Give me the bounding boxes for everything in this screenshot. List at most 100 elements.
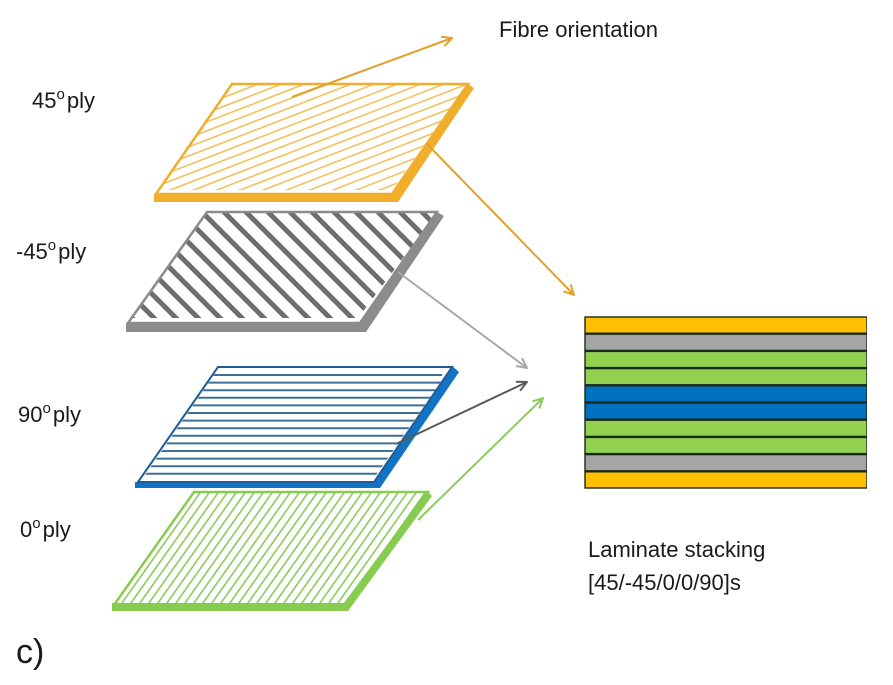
fibre-line (413, 493, 428, 605)
fibre-line (476, 200, 606, 330)
fibre-line (224, 493, 311, 605)
fibre-line (115, 493, 185, 605)
ply-minus45-fibres (0, 200, 628, 330)
ply-90-sheet (135, 366, 459, 488)
fibre-line (160, 84, 468, 141)
fibre-line (160, 0, 470, 59)
fibre-line (160, 118, 468, 190)
fibre-line (269, 493, 356, 605)
fibre-line (386, 213, 437, 318)
fibre-line (160, 0, 470, 5)
stack-layer-0 (584, 367, 868, 386)
fibre-line (115, 493, 122, 605)
fibre-line (432, 490, 517, 610)
fibre-line (422, 493, 428, 605)
fibre-line (116, 493, 203, 605)
fibre-line (27, 490, 112, 610)
fibre-line (160, 209, 470, 329)
fibre-line (0, 490, 85, 610)
ply-0-fibres (0, 490, 526, 610)
fibre-line (441, 490, 526, 610)
fibre-line (160, 145, 468, 190)
fibre-line (498, 200, 628, 330)
fibre-line (161, 493, 248, 605)
fibre-line (115, 493, 149, 605)
fibre-line (130, 213, 168, 318)
fibre-line (296, 493, 383, 605)
ply-label-minus45: -45oply (16, 237, 86, 265)
laminate-stack (584, 315, 871, 491)
fibre-line (242, 493, 329, 605)
fibre-line (332, 493, 419, 605)
fibre-line (0, 200, 56, 330)
stack-layer-90 (584, 385, 868, 403)
fibre-line (210, 213, 344, 318)
fibre-line (160, 236, 470, 356)
ply-minus45-outline (125, 210, 440, 325)
fibre-line (0, 200, 34, 330)
fibre-line (170, 493, 257, 605)
fibre-line (160, 127, 468, 190)
fibre-line (395, 493, 428, 605)
ply-90-to-stack-arrow (395, 382, 527, 445)
fibre-line (160, 163, 468, 190)
fibre-line (287, 493, 374, 605)
fibre-line (305, 493, 392, 605)
degree-symbol: o (56, 86, 65, 103)
fibre-line (0, 200, 122, 330)
fibre-line (160, 84, 468, 114)
stack-layer-0 (584, 350, 868, 369)
fibre-line (152, 493, 239, 605)
fibre-line (233, 493, 320, 605)
ply-0-sheet (0, 490, 526, 611)
degree-symbol: o (47, 237, 57, 254)
stack-layer-minus45 (584, 333, 868, 352)
fibre-line (0, 200, 78, 330)
ply-label-45: 45oply (32, 86, 95, 114)
fibre-line (160, 0, 470, 41)
fibre-line (130, 213, 190, 318)
fibre-line (160, 0, 470, 14)
fibre-line (251, 493, 338, 605)
fibre-line (188, 493, 275, 605)
stack-caption-title: Laminate stacking (588, 537, 766, 562)
fibre-line (143, 493, 230, 605)
fibre-line (115, 493, 158, 605)
fibre-line (215, 493, 302, 605)
ply-label-suffix: ply (42, 517, 71, 542)
fibre-line (160, 109, 468, 190)
ply-label-0: 0oply (20, 515, 71, 543)
degree-symbol: o (32, 515, 41, 532)
ply-label-angle: 45 (32, 88, 57, 113)
fibre-line (160, 84, 468, 159)
fibre-line (115, 493, 140, 605)
fibre-line (350, 493, 428, 605)
fibre-line (160, 0, 470, 32)
ply-minus45-to-stack-arrow (397, 271, 527, 368)
fibre-line (278, 493, 365, 605)
fibre-line (160, 84, 468, 190)
fibre-line (160, 84, 468, 177)
stack-layer-90 (584, 402, 868, 420)
fibre-line (197, 493, 284, 605)
fibre-line (160, 91, 468, 190)
fibre-line (134, 493, 221, 605)
fibre-line (408, 213, 437, 318)
fibre-line (115, 493, 194, 605)
stack-caption: Laminate stacking [45/-45/0/0/90]s (588, 533, 765, 599)
ply-label-suffix: ply (58, 239, 87, 264)
stack-layer-45 (584, 316, 868, 334)
ply-label-angle: -45 (16, 239, 48, 264)
fibre-line (160, 84, 468, 123)
fibre-line (130, 213, 146, 318)
panel-label: c) (16, 633, 45, 671)
ply-label-suffix: ply (66, 88, 95, 113)
ply-45-sheet (153, 0, 474, 356)
stack-layer-0 (584, 419, 868, 438)
fibre-line (232, 213, 366, 318)
ply-label-angle: 0 (20, 517, 33, 542)
fibre-line (454, 200, 584, 330)
fibre-line (160, 0, 470, 50)
fibre-line (188, 213, 322, 318)
